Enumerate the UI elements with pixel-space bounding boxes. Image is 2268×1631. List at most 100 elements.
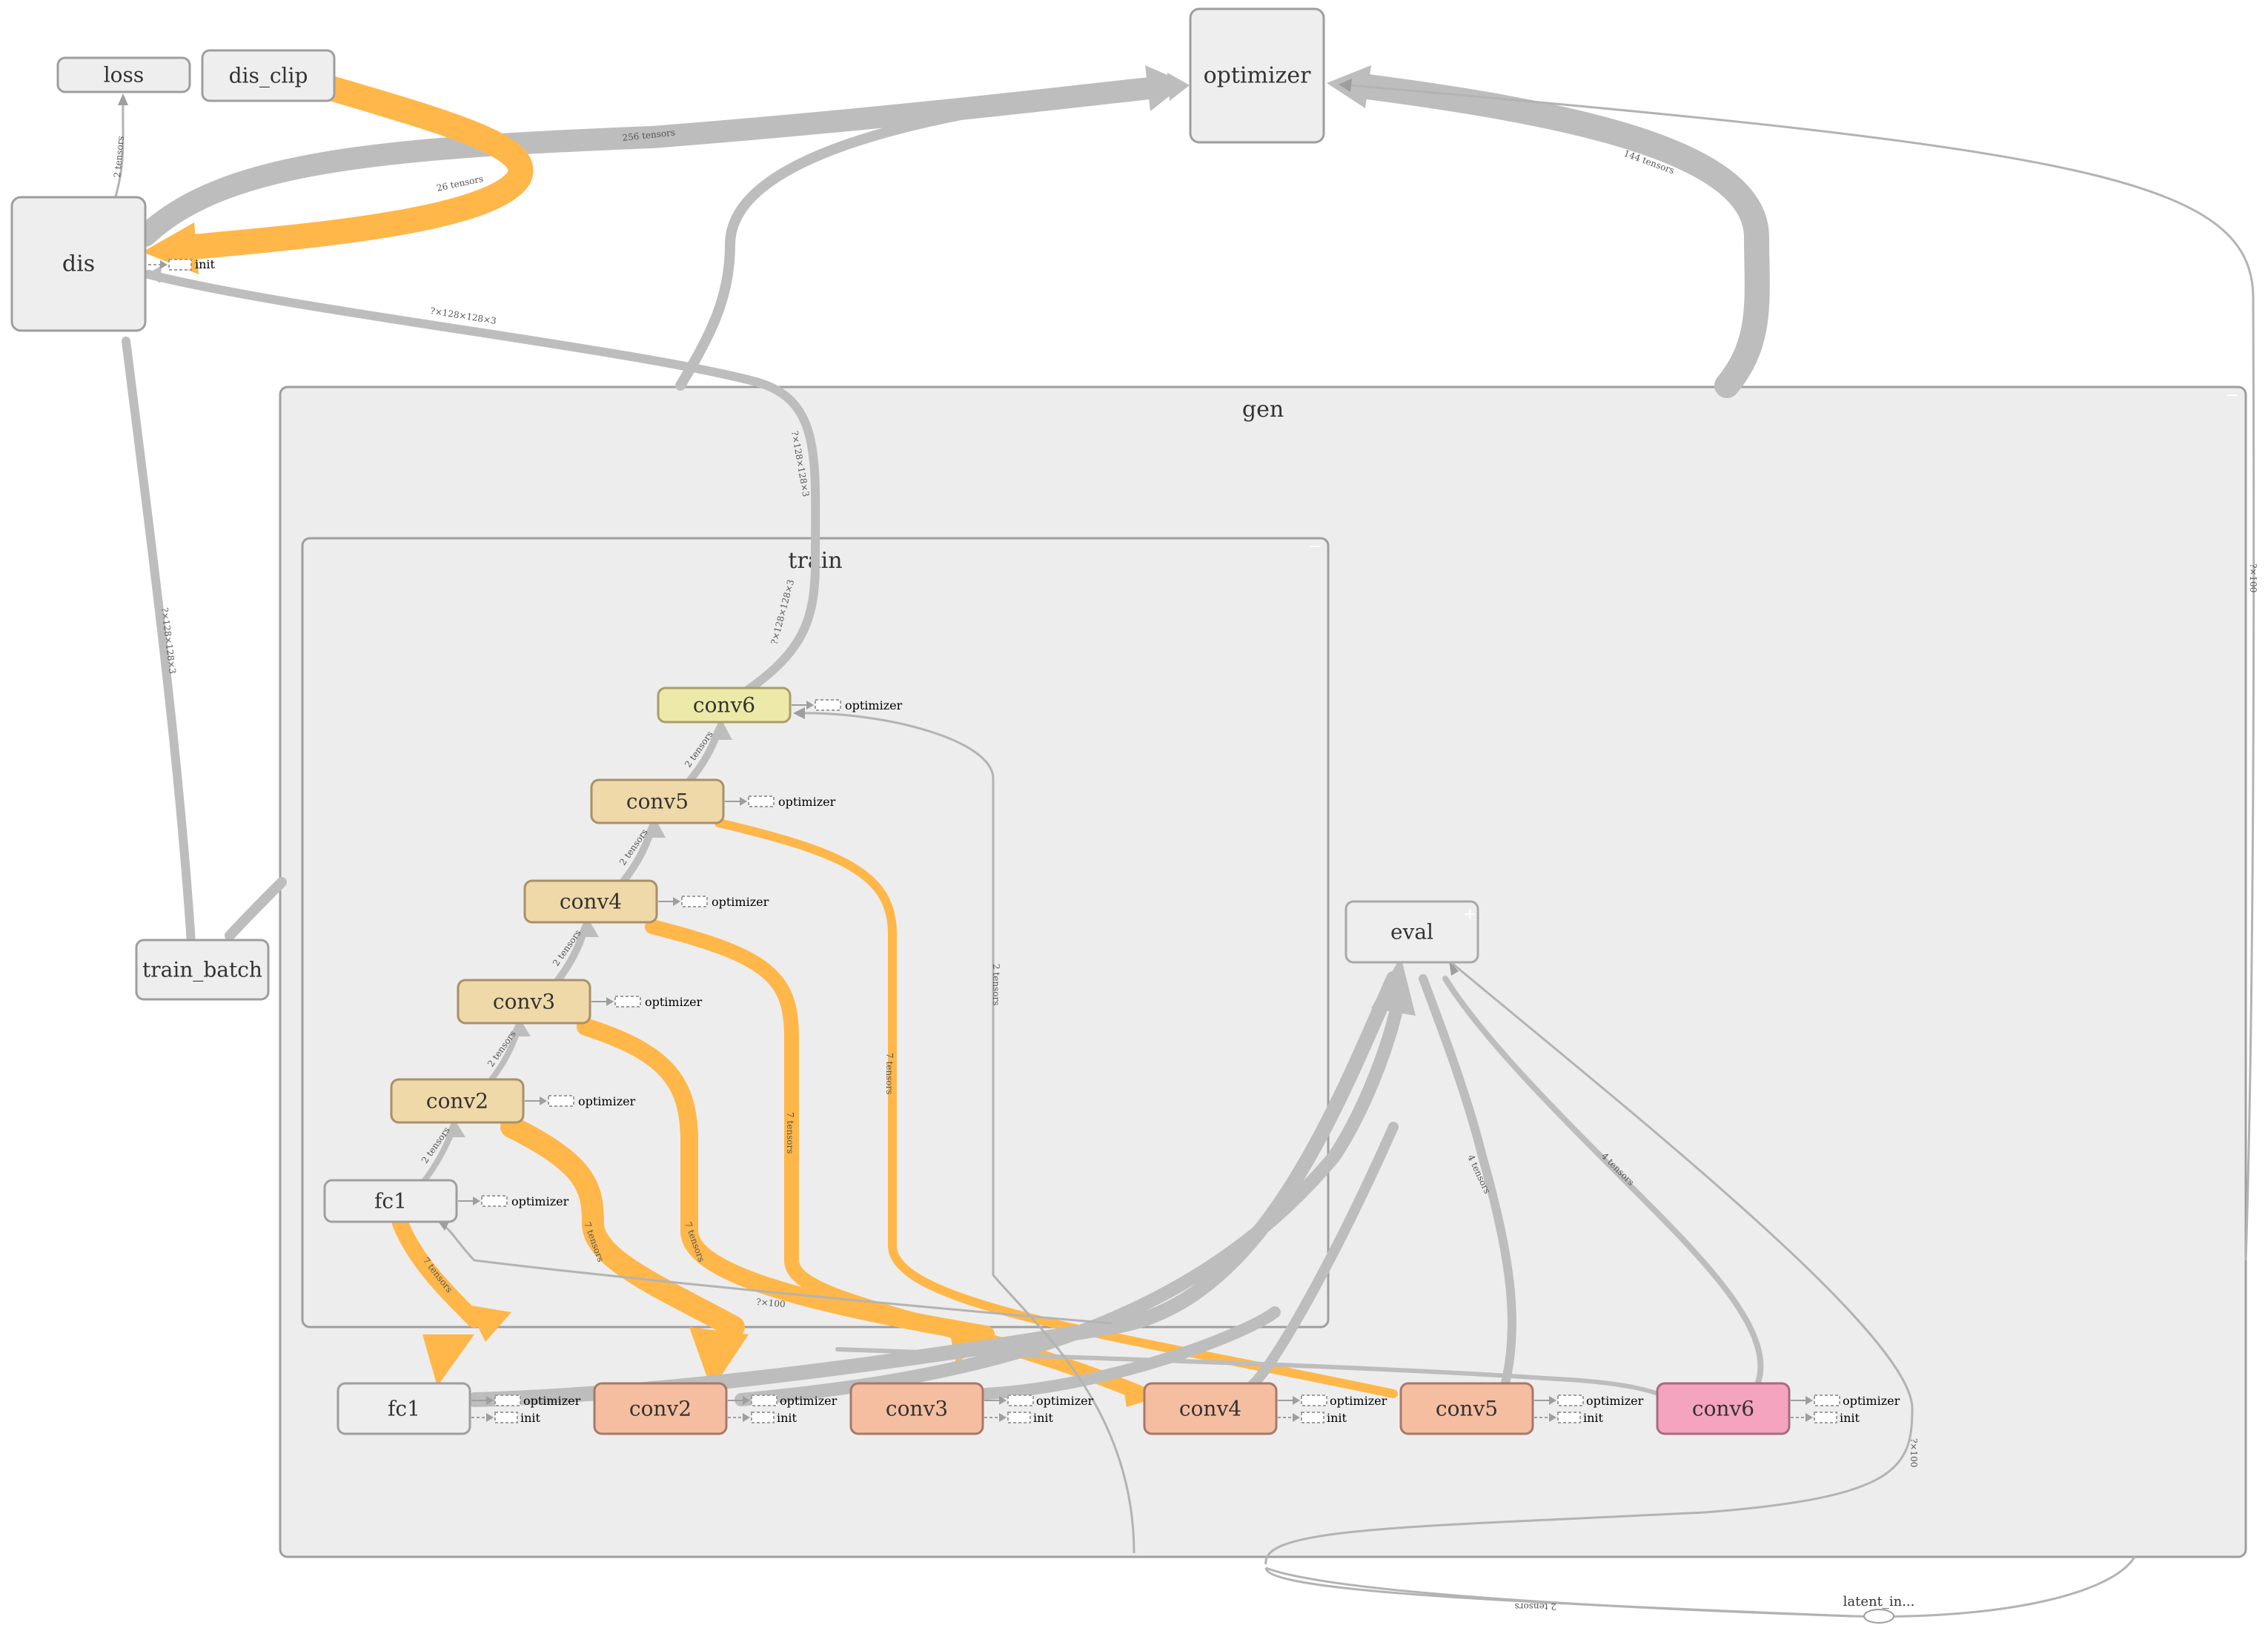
node-gen-conv2[interactable]: conv2 bbox=[593, 1382, 728, 1435]
eval-expand-icon[interactable]: + bbox=[1463, 905, 1476, 924]
node-train-conv6-label: conv6 bbox=[693, 693, 755, 718]
gen-conv5-optimizer-label: optimizer bbox=[1586, 1394, 1644, 1408]
gen-conv3-aux[interactable]: optimizer init bbox=[984, 1394, 1094, 1425]
train-conv3-optimizer-label: optimizer bbox=[645, 995, 703, 1009]
train-fc1-optimizer-aux[interactable]: optimizer bbox=[458, 1194, 569, 1208]
train-conv2-optimizer-aux[interactable]: optimizer bbox=[525, 1094, 636, 1108]
train-conv4-optimizer-aux[interactable]: optimizer bbox=[658, 895, 769, 909]
arrowhead-eval bbox=[1371, 956, 1416, 1016]
arrowhead-gen-conv2 bbox=[689, 1327, 749, 1390]
arrowhead-latent-eval bbox=[1449, 961, 1459, 976]
gen-conv6-init-label: init bbox=[1840, 1411, 1860, 1425]
gen-conv6-aux[interactable]: optimizer init bbox=[1791, 1394, 1900, 1425]
dis-init-label: init bbox=[195, 257, 216, 271]
node-loss[interactable]: loss bbox=[56, 56, 191, 93]
gen-fc1-aux[interactable]: optimizer init bbox=[471, 1394, 581, 1425]
edge-label-latent-eval: ?×100 bbox=[1909, 1438, 1919, 1467]
gen-conv4-aux[interactable]: optimizer init bbox=[1278, 1394, 1387, 1425]
gen-conv5-aux[interactable]: optimizer init bbox=[1534, 1394, 1644, 1425]
edge-label-conv4-gen-conv4: 7 tensors bbox=[785, 1112, 795, 1154]
gen-collapse-icon[interactable]: − bbox=[2226, 386, 2239, 405]
node-optimizer-label: optimizer bbox=[1204, 63, 1312, 89]
edge-disclip-dis bbox=[165, 76, 534, 261]
gen-fc1-optimizer-label: optimizer bbox=[523, 1394, 581, 1408]
edge-trainbatch-gen bbox=[225, 877, 287, 941]
arrowhead-gen-fc1-a bbox=[422, 1334, 474, 1386]
gen-conv2-init-label: init bbox=[777, 1411, 798, 1425]
arrowhead-conv4-conv5 bbox=[643, 816, 666, 838]
node-eval[interactable]: eval + bbox=[1344, 900, 1479, 964]
arrowhead-gen-fc1-b bbox=[467, 1305, 511, 1342]
node-train-conv2[interactable]: conv2 bbox=[390, 1078, 525, 1124]
node-train-batch[interactable]: train_batch bbox=[135, 939, 270, 1001]
node-train-batch-label: train_batch bbox=[142, 958, 262, 982]
node-gen-conv5[interactable]: conv5 bbox=[1399, 1382, 1534, 1435]
node-train-conv2-label: conv2 bbox=[426, 1089, 488, 1114]
node-train-fc1[interactable]: fc1 bbox=[323, 1179, 458, 1223]
train-conv6-optimizer-aux[interactable]: optimizer bbox=[792, 698, 903, 712]
arrowhead-dis-loss bbox=[118, 93, 128, 105]
node-train-conv3-label: conv3 bbox=[493, 990, 555, 1014]
arrowhead-fc1-conv2 bbox=[445, 1118, 465, 1137]
node-gen-conv6-label: conv6 bbox=[1692, 1397, 1754, 1421]
node-optimizer[interactable]: optimizer bbox=[1189, 7, 1325, 144]
edge-train-conv2-gen-conv2 bbox=[500, 1116, 745, 1338]
node-dis-clip[interactable]: dis_clip bbox=[201, 49, 336, 102]
arrowhead-train-optimizer bbox=[1167, 73, 1190, 101]
edge-gen-optimizer bbox=[1344, 73, 1770, 398]
edge-gen-conv2-eval bbox=[735, 979, 1407, 1406]
node-dis-label: dis bbox=[62, 251, 95, 277]
node-dis[interactable]: dis bbox=[10, 196, 147, 332]
edge-gen-conv5-eval bbox=[1419, 974, 1516, 1391]
train-conv5-optimizer-label: optimizer bbox=[778, 795, 836, 809]
node-gen-fc1[interactable]: fc1 bbox=[336, 1382, 471, 1435]
node-gen-conv6[interactable]: conv6 bbox=[1656, 1382, 1791, 1435]
node-train-conv5[interactable]: conv5 bbox=[590, 778, 725, 824]
gen-conv2-aux[interactable]: optimizer init bbox=[728, 1394, 838, 1425]
train-conv3-optimizer-aux[interactable]: optimizer bbox=[591, 995, 703, 1009]
edge-trainbatch-dis bbox=[122, 337, 196, 947]
train-collapse-icon[interactable]: − bbox=[1308, 537, 1322, 556]
edge-label-latent-fc1: ?×100 bbox=[756, 1297, 786, 1309]
node-train-conv6[interactable]: conv6 bbox=[657, 687, 792, 724]
gen-conv2-optimizer-label: optimizer bbox=[780, 1394, 838, 1408]
node-train-fc1-label: fc1 bbox=[374, 1189, 407, 1214]
train-conv2-optimizer-label: optimizer bbox=[578, 1094, 636, 1108]
node-loss-label: loss bbox=[104, 63, 145, 87]
node-dis-clip-label: dis_clip bbox=[229, 64, 308, 88]
gen-fc1-init-label: init bbox=[520, 1411, 541, 1425]
train-fc1-optimizer-label: optimizer bbox=[511, 1194, 569, 1208]
edge-latent-in bbox=[1265, 1556, 2136, 1618]
gen-cluster-title: gen bbox=[1242, 397, 1284, 423]
gen-conv4-optimizer-label: optimizer bbox=[1330, 1394, 1387, 1408]
gen-conv5-init-label: init bbox=[1583, 1411, 1604, 1425]
node-gen-conv2-label: conv2 bbox=[629, 1397, 692, 1421]
edge-train-fc1-gen-fc1 bbox=[392, 1215, 483, 1328]
node-gen-conv4[interactable]: conv4 bbox=[1143, 1382, 1278, 1435]
edge-gen-conv4-eval bbox=[1247, 1122, 1399, 1390]
edge-latent-fc1 bbox=[440, 1222, 1113, 1325]
node-train-conv3[interactable]: conv3 bbox=[457, 979, 591, 1025]
edge-latent-optimizer bbox=[1348, 84, 2255, 1261]
edge-latent-conv6 bbox=[796, 712, 1135, 1554]
edge-label-latent-conv6: 2 tensors bbox=[991, 964, 1001, 1005]
node-train-conv5-label: conv5 bbox=[626, 790, 689, 814]
node-gen-conv4-label: conv4 bbox=[1179, 1397, 1241, 1421]
node-gen-conv5-label: conv5 bbox=[1436, 1397, 1498, 1421]
node-dis-init[interactable]: init bbox=[148, 257, 216, 271]
node-eval-label: eval bbox=[1390, 920, 1433, 944]
edge-label-latent-out: 2 tensors bbox=[1515, 1601, 1556, 1612]
gen-conv4-init-label: init bbox=[1327, 1411, 1347, 1425]
node-gen-conv3[interactable]: conv3 bbox=[849, 1382, 984, 1435]
gen-conv6-optimizer-label: optimizer bbox=[1843, 1394, 1900, 1408]
arrowhead-conv5-conv6 bbox=[710, 718, 732, 740]
arrowhead-conv6-dis bbox=[147, 265, 162, 283]
edge-label-latent-optimizer: ?×100 bbox=[2248, 563, 2258, 592]
edge-conv6-dis bbox=[144, 270, 820, 694]
node-latent[interactable]: latent_in... bbox=[1843, 1594, 1915, 1624]
edge-train-optimizer bbox=[675, 82, 1180, 391]
train-conv5-optimizer-aux[interactable]: optimizer bbox=[725, 795, 836, 809]
node-train-conv4[interactable]: conv4 bbox=[523, 879, 658, 924]
edge-gen-chain bbox=[835, 1347, 1670, 1403]
arrowhead-latent-conv6 bbox=[793, 707, 805, 719]
